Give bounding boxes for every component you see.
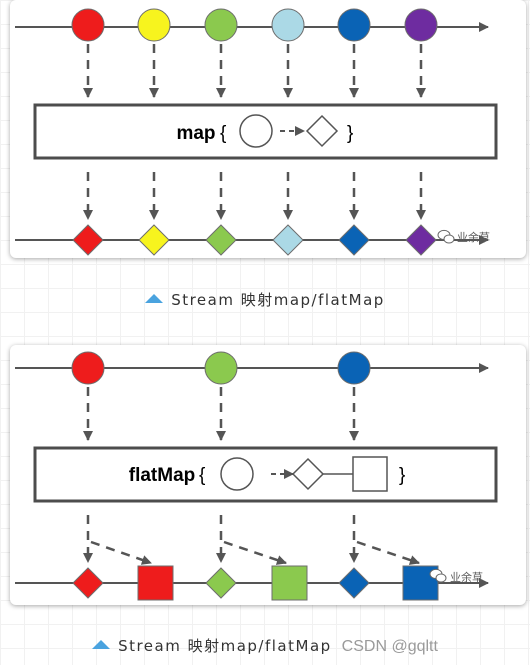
operator-circle-symbol bbox=[239, 114, 273, 148]
input-marbles bbox=[71, 351, 371, 385]
input-marble-purple bbox=[404, 8, 438, 42]
input-marble-blue bbox=[337, 8, 371, 42]
input-marble-yellow bbox=[137, 8, 171, 42]
flatmap-diagram-panel: flatMap { } bbox=[10, 345, 526, 605]
watermark-text: 业余草 bbox=[450, 570, 483, 584]
input-marble-blue bbox=[337, 351, 371, 385]
map-diagram: map { } 业余草 bbox=[15, 8, 498, 256]
operator-label: flatMap bbox=[129, 465, 196, 486]
output-diamond-red bbox=[72, 224, 104, 256]
output-square-red bbox=[137, 565, 174, 601]
operator-circle-symbol bbox=[220, 457, 254, 491]
flatmap-diagram: flatMap { } bbox=[15, 351, 498, 601]
caption-text: Stream 映射map/flatMap bbox=[118, 637, 332, 655]
map-diagram-panel: map { } 业余草 bbox=[10, 0, 526, 258]
output-diamond-green bbox=[205, 567, 237, 599]
operator-close-brace: } bbox=[399, 465, 405, 486]
wechat-icon bbox=[429, 568, 447, 583]
output-diamond-lightblue bbox=[272, 224, 304, 256]
output-diamond-red bbox=[72, 567, 104, 599]
operator-label: map bbox=[176, 123, 215, 144]
caption-flatmap: Stream 映射map/flatMap CSDN @gqltt bbox=[0, 635, 530, 656]
output-diamond-yellow bbox=[138, 224, 170, 256]
output-arrows bbox=[83, 172, 426, 220]
operator-open-brace: { bbox=[220, 123, 227, 144]
input-marble-red bbox=[71, 351, 105, 385]
csdn-watermark: CSDN @gqltt bbox=[341, 638, 438, 655]
caption-text: Stream 映射map/flatMap bbox=[171, 291, 385, 309]
wechat-icon bbox=[437, 229, 455, 244]
operator-square-symbol bbox=[352, 456, 388, 492]
input-arrows bbox=[83, 44, 426, 98]
input-marble-green bbox=[204, 351, 238, 385]
input-marble-lightblue bbox=[271, 8, 305, 42]
output-arrows bbox=[83, 515, 359, 563]
operator-diamond-symbol bbox=[305, 114, 339, 148]
output-marbles bbox=[72, 224, 437, 256]
output-diamond-blue bbox=[338, 224, 370, 256]
output-diamond-blue bbox=[338, 567, 370, 599]
watermark-text: 业余草 bbox=[457, 230, 490, 244]
caption-triangle-icon bbox=[92, 640, 111, 649]
operator-diamond-symbol bbox=[291, 457, 325, 491]
caption-triangle-icon bbox=[145, 294, 164, 303]
operator-open-brace: { bbox=[199, 465, 206, 486]
input-arrows bbox=[83, 387, 359, 441]
caption-map: Stream 映射map/flatMap bbox=[0, 289, 530, 310]
input-marble-green bbox=[204, 8, 238, 42]
input-marble-red bbox=[71, 8, 105, 42]
flatten-arrows bbox=[90, 540, 420, 565]
output-diamond-purple bbox=[405, 224, 437, 256]
output-square-green bbox=[271, 565, 308, 601]
input-marbles bbox=[71, 8, 438, 42]
operator-close-brace: } bbox=[347, 123, 353, 144]
output-diamond-green bbox=[205, 224, 237, 256]
operator-box bbox=[33, 446, 498, 503]
output-marbles bbox=[72, 565, 439, 601]
